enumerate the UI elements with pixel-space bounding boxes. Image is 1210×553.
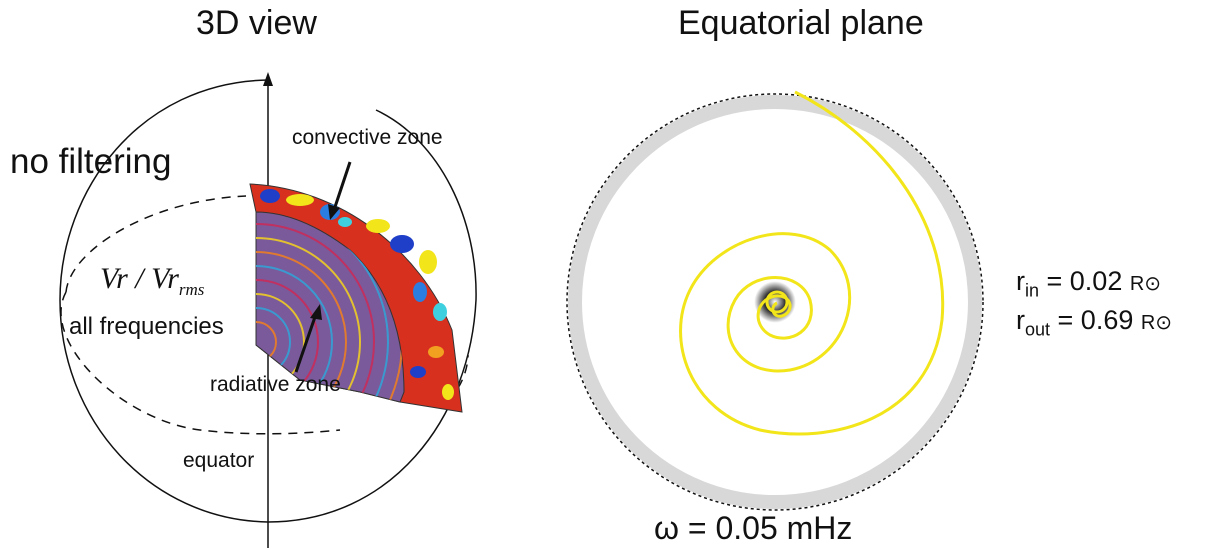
equator-label: equator — [183, 449, 255, 472]
sun-unit-in: R⊙ — [1129, 273, 1162, 295]
r-out-label: rout = 0.69 R⊙ — [1016, 305, 1172, 340]
r-in-label: rin = 0.02 R⊙ — [1016, 266, 1161, 301]
convective-arrow — [332, 161, 352, 211]
equatorial-plane — [566, 90, 984, 511]
disk-edge-noise — [568, 95, 982, 509]
radiative-arrow — [294, 313, 318, 373]
filter-label: no filtering — [10, 142, 172, 181]
left-panel-title: 3D view — [196, 4, 317, 42]
convective-texture — [260, 189, 454, 400]
sun-unit-out: R⊙ — [1140, 312, 1173, 334]
omega-label: ω = 0.05 mHz — [654, 510, 853, 546]
disk-boundary-dashed — [566, 93, 984, 511]
spiral-core — [765, 290, 789, 314]
r-out-prefix: r — [1016, 305, 1025, 335]
quantity-label: Vr / Vrrms — [100, 262, 204, 300]
r-out-sub: out — [1025, 319, 1051, 340]
quantity-main: Vr / Vr — [100, 262, 179, 295]
frequencies-label: all frequencies — [69, 313, 224, 340]
r-in-sub: in — [1025, 280, 1040, 301]
sphere-outline — [59, 79, 477, 523]
convective-zone-label: convective zone — [292, 126, 443, 149]
r-out-value: = 0.69 — [1050, 305, 1141, 335]
convective-arrowhead — [328, 204, 340, 220]
equator-front-dashed — [60, 291, 341, 435]
r-in-prefix: r — [1016, 266, 1025, 296]
radiative-arrowhead — [310, 304, 322, 320]
right-panel-title: Equatorial plane — [678, 4, 924, 42]
axis-arrowhead — [263, 72, 273, 86]
yellow-spiral — [679, 90, 945, 436]
equator-back-dashed — [65, 195, 247, 293]
equatorial-disk — [567, 94, 983, 510]
radiative-zone-label: radiative zone — [210, 373, 341, 396]
r-in-value: = 0.02 — [1039, 266, 1130, 296]
sphere-diagram — [59, 72, 477, 548]
quantity-sub: rms — [178, 280, 205, 299]
